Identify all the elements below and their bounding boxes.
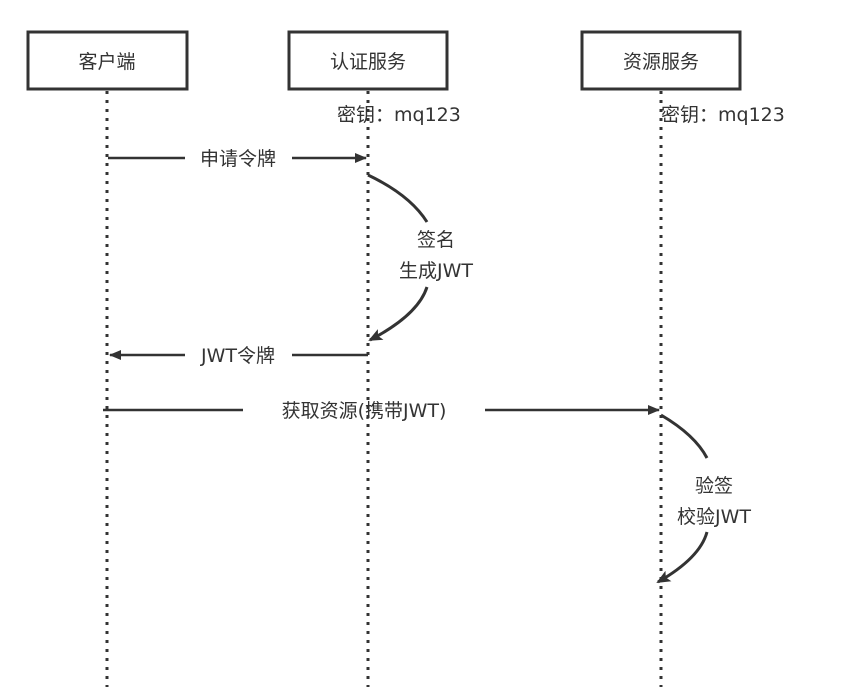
message-request-token: 申请令牌 xyxy=(108,148,367,170)
message-get-resource: 获取资源(携带JWT) xyxy=(103,400,660,422)
self-message-sign-line1: 签名 xyxy=(417,229,455,251)
self-message-verify: 验签 校验JWT xyxy=(656,413,751,584)
self-message-verify-line2: 校验JWT xyxy=(677,506,751,528)
self-message-verify-line1: 验签 xyxy=(695,475,733,497)
message-request-token-label: 申请令牌 xyxy=(200,148,276,170)
message-jwt-token: JWT令牌 xyxy=(109,345,368,367)
participant-resource-label: 资源服务 xyxy=(623,51,699,73)
participant-auth[interactable]: 认证服务 xyxy=(287,30,449,91)
auth-key-note: 密钥：mq123 xyxy=(337,104,461,126)
message-jwt-token-label: JWT令牌 xyxy=(200,345,275,367)
self-message-sign-line2: 生成JWT xyxy=(399,260,473,282)
participant-client-label: 客户端 xyxy=(78,51,135,73)
message-get-resource-label: 获取资源(携带JWT) xyxy=(282,400,447,422)
participant-auth-label: 认证服务 xyxy=(330,51,406,73)
self-message-sign: 签名 生成JWT xyxy=(367,173,473,342)
participant-client[interactable]: 客户端 xyxy=(26,30,189,91)
participant-resource[interactable]: 资源服务 xyxy=(580,30,742,91)
resource-key-note: 密钥：mq123 xyxy=(661,104,785,126)
